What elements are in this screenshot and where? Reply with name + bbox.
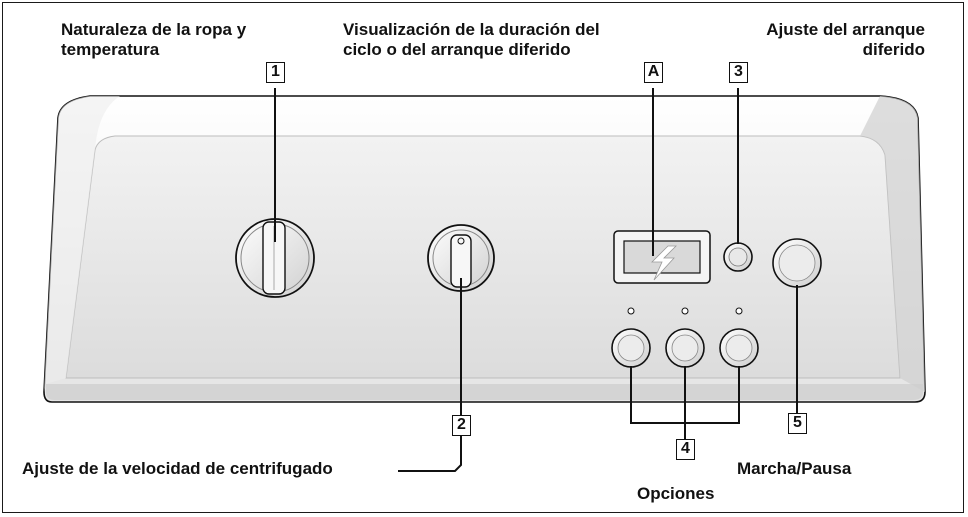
label-spin-speed: Ajuste de la velocidad de centrifugado [22,459,333,478]
label-delayed-start: Ajuste del arranque diferido [745,20,925,60]
callout-5: 5 [788,413,807,434]
display-screen [613,230,711,284]
panel-right-bevel [860,96,925,392]
start-pause-button[interactable] [772,238,822,288]
callout-3: 3 [729,62,748,83]
leader-lines [274,88,798,472]
label-options: Opciones [637,484,715,503]
display-bolt-icon [651,245,677,281]
callout-1: 1 [266,62,285,83]
label-display-line1: Visualización de la duración del [343,20,600,39]
label-clothing-nature-line1: Naturaleza de la ropa y [61,20,247,39]
panel-left-bevel [44,96,120,392]
callout-A: A [644,62,663,83]
label-display-line2: ciclo o del arranque diferido [343,40,571,59]
label-delayed-start-line2: diferido [862,40,925,59]
callout-2: 2 [452,415,471,436]
callout-4: 4 [676,439,695,460]
label-display: Visualización de la duración del ciclo o… [343,20,600,60]
label-clothing-nature-line2: temperatura [61,40,160,59]
panel-bottom-lip [46,384,923,400]
leader-2-hook [398,440,462,472]
option-button-3[interactable] [719,307,759,368]
delayed-start-button[interactable] [723,242,753,272]
label-clothing-nature: Naturaleza de la ropa y temperatura [61,20,246,60]
label-delayed-start-line1: Ajuste del arranque [766,20,925,39]
option-button-2[interactable] [665,307,705,368]
label-start-pause: Marcha/Pausa [737,459,852,478]
program-knob[interactable] [235,218,315,298]
